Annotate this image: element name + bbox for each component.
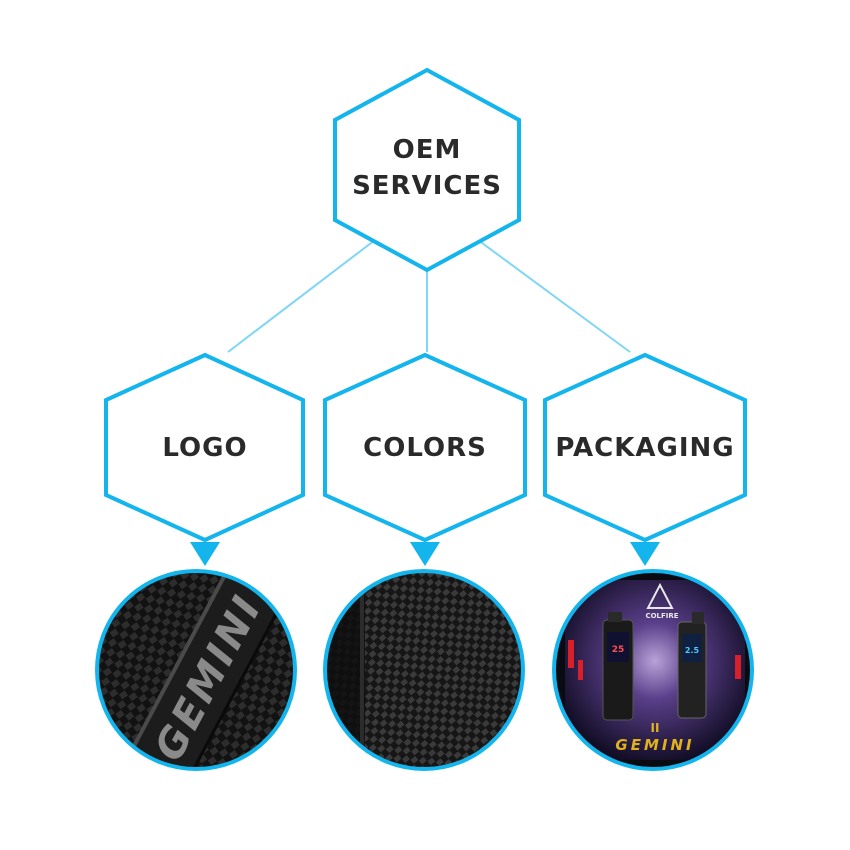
packaging-photo-ring bbox=[552, 569, 754, 771]
packaging-photo: COLFIRE 25 2.5 II GEMINI bbox=[552, 569, 754, 771]
connector-line-packaging bbox=[477, 239, 631, 353]
brand-emblem bbox=[646, 582, 674, 609]
box-brand-text: COLFIRE bbox=[645, 612, 678, 620]
packaging-pointer bbox=[630, 542, 660, 566]
child-node-colors: COLORS bbox=[323, 352, 527, 566]
packaging-label: PACKAGING bbox=[555, 433, 734, 463]
packaging-hexagon bbox=[543, 352, 747, 543]
box-product-text: GEMINI bbox=[615, 736, 694, 754]
root-node: OEM SERVICES bbox=[333, 67, 521, 273]
colors-photo-ring bbox=[323, 569, 525, 771]
device-screen-right: 2.5 bbox=[685, 646, 700, 655]
colors-pointer bbox=[410, 542, 440, 566]
logo-photo: GEMINI bbox=[95, 569, 297, 771]
root-label-line1: OEM bbox=[393, 135, 462, 165]
colors-photo bbox=[323, 569, 525, 771]
child-node-logo: LOGO bbox=[104, 352, 305, 566]
logo-pointer bbox=[190, 542, 220, 566]
logo-photo-ring bbox=[95, 569, 297, 771]
logo-hexagon bbox=[104, 352, 305, 543]
root-hexagon bbox=[333, 67, 521, 273]
colors-label: COLORS bbox=[363, 433, 487, 463]
root-label-line2: SERVICES bbox=[352, 171, 502, 201]
box-numeral-text: II bbox=[651, 721, 660, 735]
connector-line-logo bbox=[227, 239, 376, 353]
colors-hexagon bbox=[323, 352, 527, 543]
logo-label: LOGO bbox=[162, 433, 247, 463]
connector-lines bbox=[227, 239, 631, 353]
child-node-packaging: PACKAGING bbox=[543, 352, 747, 566]
device-screen-left: 25 bbox=[612, 645, 625, 655]
